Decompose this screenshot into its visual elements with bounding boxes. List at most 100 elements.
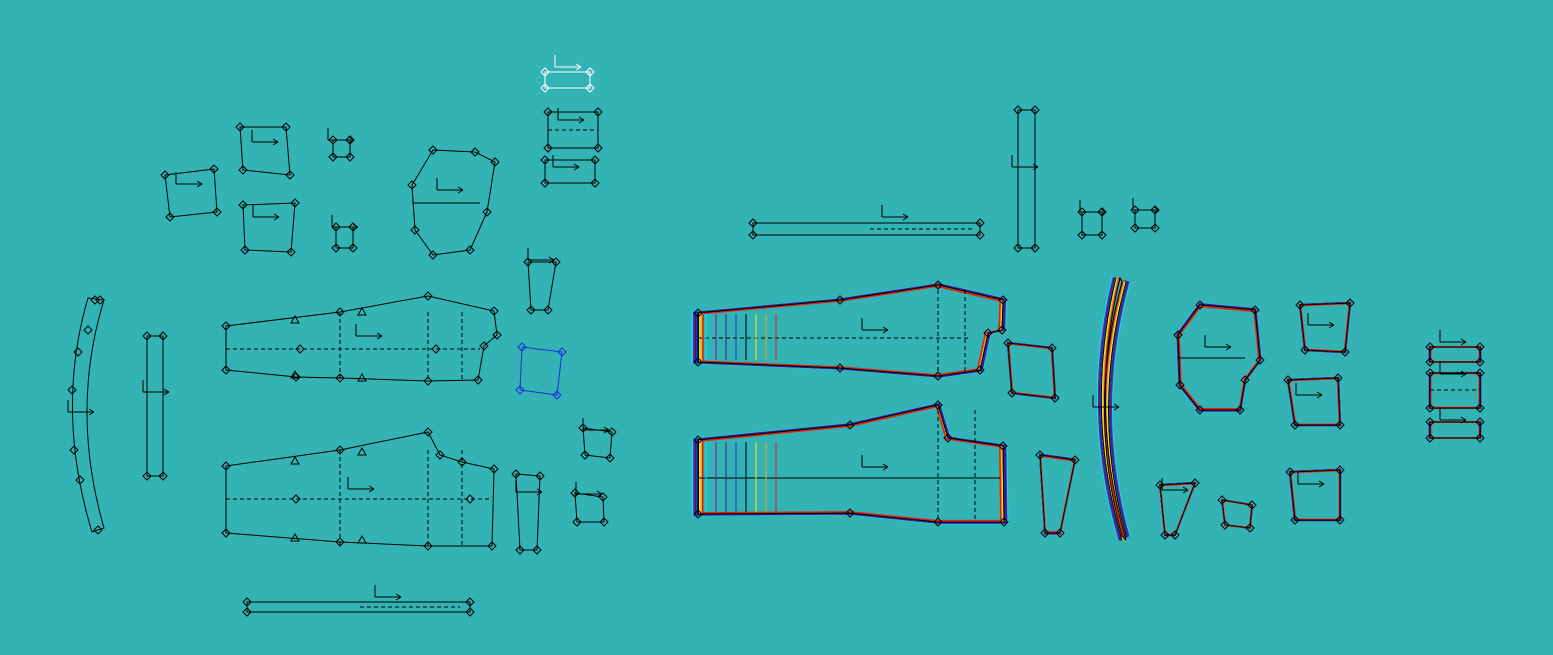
diamond-point-icon[interactable] (165, 212, 175, 222)
diamond-point-icon[interactable] (572, 517, 582, 527)
diamond-point-icon[interactable] (291, 494, 301, 504)
diamond-point-icon[interactable] (470, 147, 480, 157)
diamond-point-icon[interactable] (69, 445, 79, 455)
diamond-point-icon[interactable] (580, 450, 590, 460)
diamond-point-icon[interactable] (142, 331, 152, 341)
diamond-point-icon[interactable] (1190, 478, 1200, 488)
diamond-point-icon[interactable] (535, 471, 545, 481)
small-piece-a[interactable] (578, 418, 617, 463)
diamond-point-icon[interactable] (605, 453, 615, 463)
diamond-point-icon[interactable] (160, 170, 170, 180)
diamond-point-icon[interactable] (423, 427, 433, 437)
graded-pocket-2[interactable] (1283, 373, 1345, 430)
diamond-point-icon[interactable] (1170, 530, 1180, 540)
diamond-point-icon[interactable] (1335, 420, 1345, 430)
diamond-point-icon[interactable] (585, 67, 595, 77)
diamond-point-icon[interactable] (1475, 417, 1485, 427)
diamond-point-icon[interactable] (1300, 345, 1310, 355)
diamond-point-icon[interactable] (845, 420, 855, 430)
diamond-point-icon[interactable] (543, 107, 553, 117)
diamond-point-icon[interactable] (328, 135, 338, 145)
selected-label-piece[interactable] (540, 55, 595, 93)
diamond-point-icon[interactable] (489, 306, 499, 316)
diamond-point-icon[interactable] (593, 143, 603, 153)
diamond-point-icon[interactable] (1245, 523, 1255, 533)
diamond-point-icon[interactable] (492, 330, 502, 340)
diamond-point-icon[interactable] (1220, 520, 1230, 530)
diamond-point-icon[interactable] (67, 385, 77, 395)
diamond-point-icon[interactable] (221, 365, 231, 375)
diamond-point-icon[interactable] (423, 376, 433, 386)
diamond-point-icon[interactable] (410, 225, 420, 235)
diamond-point-icon[interactable] (693, 435, 703, 445)
pant-back-piece[interactable] (221, 427, 499, 551)
diamond-point-icon[interactable] (1155, 480, 1165, 490)
diamond-point-icon[interactable] (1217, 495, 1227, 505)
diamond-point-icon[interactable] (1030, 105, 1040, 115)
graded-belt-loop-1[interactable] (1425, 330, 1485, 367)
diamond-point-icon[interactable] (1475, 403, 1485, 413)
diamond-point-icon[interactable] (997, 325, 1007, 335)
diamond-point-icon[interactable] (693, 509, 703, 519)
diamond-point-icon[interactable] (1475, 342, 1485, 352)
diamond-point-icon[interactable] (73, 347, 83, 357)
graded-facing-piece[interactable] (1155, 478, 1200, 540)
belt-loop-piece-2[interactable] (540, 155, 600, 188)
small-tab-2[interactable] (331, 215, 359, 253)
diamond-point-icon[interactable] (998, 295, 1008, 305)
diamond-point-icon[interactable] (221, 321, 231, 331)
diamond-point-icon[interactable] (1195, 300, 1205, 310)
diamond-point-icon[interactable] (93, 525, 103, 535)
waistband-piece[interactable] (242, 585, 475, 617)
small-tab-1[interactable] (327, 128, 355, 162)
graded-belt-loop-3[interactable] (1425, 408, 1485, 443)
diamond-point-icon[interactable] (465, 607, 475, 617)
diamond-point-icon[interactable] (845, 508, 855, 518)
small-piece-b[interactable] (570, 482, 609, 527)
diamond-point-icon[interactable] (975, 218, 985, 228)
diamond-point-icon[interactable] (1030, 243, 1040, 253)
graded-pant-front[interactable] (691, 280, 1008, 381)
diamond-point-icon[interactable] (1425, 357, 1435, 367)
diamond-point-icon[interactable] (240, 245, 250, 255)
curved-waistband-piece[interactable] (67, 295, 105, 535)
diamond-point-icon[interactable] (607, 427, 617, 437)
diamond-point-icon[interactable] (1195, 405, 1205, 415)
pocket-piece-2[interactable] (235, 122, 295, 180)
graded-pocket-3[interactable] (1285, 465, 1345, 525)
diamond-point-icon[interactable] (1040, 528, 1050, 538)
diamond-point-icon[interactable] (693, 357, 703, 367)
diamond-point-icon[interactable] (983, 328, 993, 338)
diamond-point-icon[interactable] (999, 517, 1009, 527)
diamond-point-icon[interactable] (1013, 105, 1023, 115)
diamond-point-icon[interactable] (435, 450, 445, 460)
diamond-point-icon[interactable] (235, 122, 245, 132)
diamond-point-icon[interactable] (515, 545, 525, 555)
yoke-piece[interactable] (407, 145, 500, 260)
diamond-point-icon[interactable] (1285, 467, 1295, 477)
diamond-point-icon[interactable] (331, 222, 341, 232)
diamond-point-icon[interactable] (1130, 223, 1140, 233)
diamond-point-icon[interactable] (295, 344, 305, 354)
diamond-point-icon[interactable] (1003, 338, 1013, 348)
diamond-point-icon[interactable] (212, 207, 222, 217)
diamond-point-icon[interactable] (1475, 357, 1485, 367)
diamond-point-icon[interactable] (290, 198, 300, 208)
diamond-point-icon[interactable] (590, 178, 600, 188)
diamond-point-icon[interactable] (1150, 223, 1160, 233)
diamond-point-icon[interactable] (489, 464, 499, 474)
pocket-piece-3[interactable] (238, 198, 300, 257)
diamond-point-icon[interactable] (1013, 243, 1023, 253)
diamond-point-icon[interactable] (557, 347, 567, 357)
diamond-point-icon[interactable] (473, 375, 483, 385)
diamond-point-icon[interactable] (1055, 528, 1065, 538)
diamond-point-icon[interactable] (540, 178, 550, 188)
diamond-point-icon[interactable] (933, 517, 943, 527)
diamond-point-icon[interactable] (423, 541, 433, 551)
diamond-point-icon[interactable] (1130, 205, 1140, 215)
diamond-point-icon[interactable] (933, 371, 943, 381)
diamond-point-icon[interactable] (1475, 433, 1485, 443)
diamond-point-icon[interactable] (291, 372, 301, 382)
diamond-point-icon[interactable] (1283, 375, 1293, 385)
